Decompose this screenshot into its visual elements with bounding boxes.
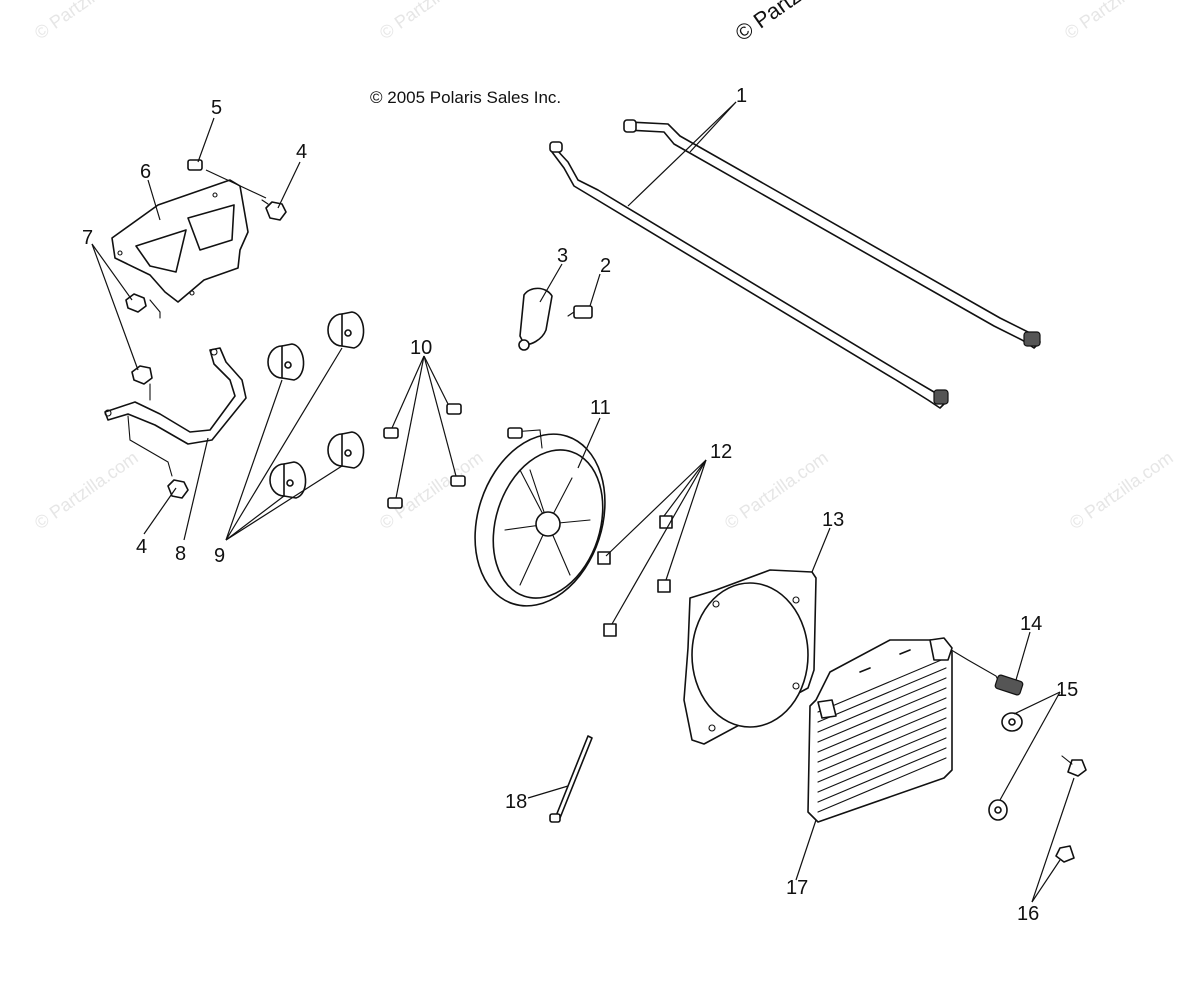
watermark: © Partzilla.com [376,0,487,43]
watermark: © Partzilla.com [1066,447,1177,533]
watermark: © Partzilla.com [376,447,487,533]
callout-7: 7 [82,227,93,249]
part-13-shroud [683,569,817,745]
part-9-spacers [267,311,365,499]
callout-12: 12 [710,441,732,463]
part-6-bracket [111,179,249,319]
callout-17: 17 [786,877,808,899]
callout-11: 11 [590,397,611,419]
callouts: 1 2 3 4 4 5 6 7 8 9 10 11 12 13 14 15 16… [82,85,1078,925]
part-11-fan [474,427,606,607]
callout-4: 4 [296,141,307,163]
part-4-nut-upper [261,199,287,221]
part-10-screws [383,403,466,509]
callout-3: 3 [557,245,568,267]
part-15-washers [988,712,1023,821]
callout-6: 6 [140,161,151,183]
callout-9: 9 [214,545,225,567]
watermark-top: © Partzi [731,0,810,46]
callout-1: 1 [736,85,747,107]
spacer [327,431,365,469]
callout-16: 16 [1017,903,1039,925]
callout-15: 15 [1056,679,1078,701]
part-18-cable-tie [549,735,593,823]
spacer [267,343,305,381]
spacer [269,461,307,499]
callout-14: 14 [1020,613,1042,635]
callout-8: 8 [175,543,186,565]
callout-5: 5 [211,97,222,119]
part-5-bolt [187,159,203,171]
callout-10: 10 [410,337,432,359]
part-8-bracket-arm [104,347,247,477]
part-1-tubes [549,119,1041,409]
callout-2: 2 [600,255,611,277]
part-14-connector [947,647,1024,696]
part-4-nut-lower [167,479,189,499]
callout-13: 13 [822,509,844,531]
part-12-clips [597,515,673,637]
callout-18: 18 [505,791,527,813]
part-2-bolt [567,305,593,319]
part-7-nut-b [131,365,153,385]
part-17-cooler [807,637,953,823]
part-3-clamp [518,287,553,351]
leader-lines [91,101,1075,903]
spacer [327,311,365,349]
watermark: © Partzilla.com [721,447,832,533]
copyright-notice: © 2005 Polaris Sales Inc. [370,88,561,107]
part-16-bolts [1055,755,1087,863]
callout-4: 4 [136,536,147,558]
watermark: © Partzilla.com [31,0,142,43]
watermark: © Partzilla.com [1061,0,1172,43]
watermark: © Partzilla.com [31,447,142,533]
